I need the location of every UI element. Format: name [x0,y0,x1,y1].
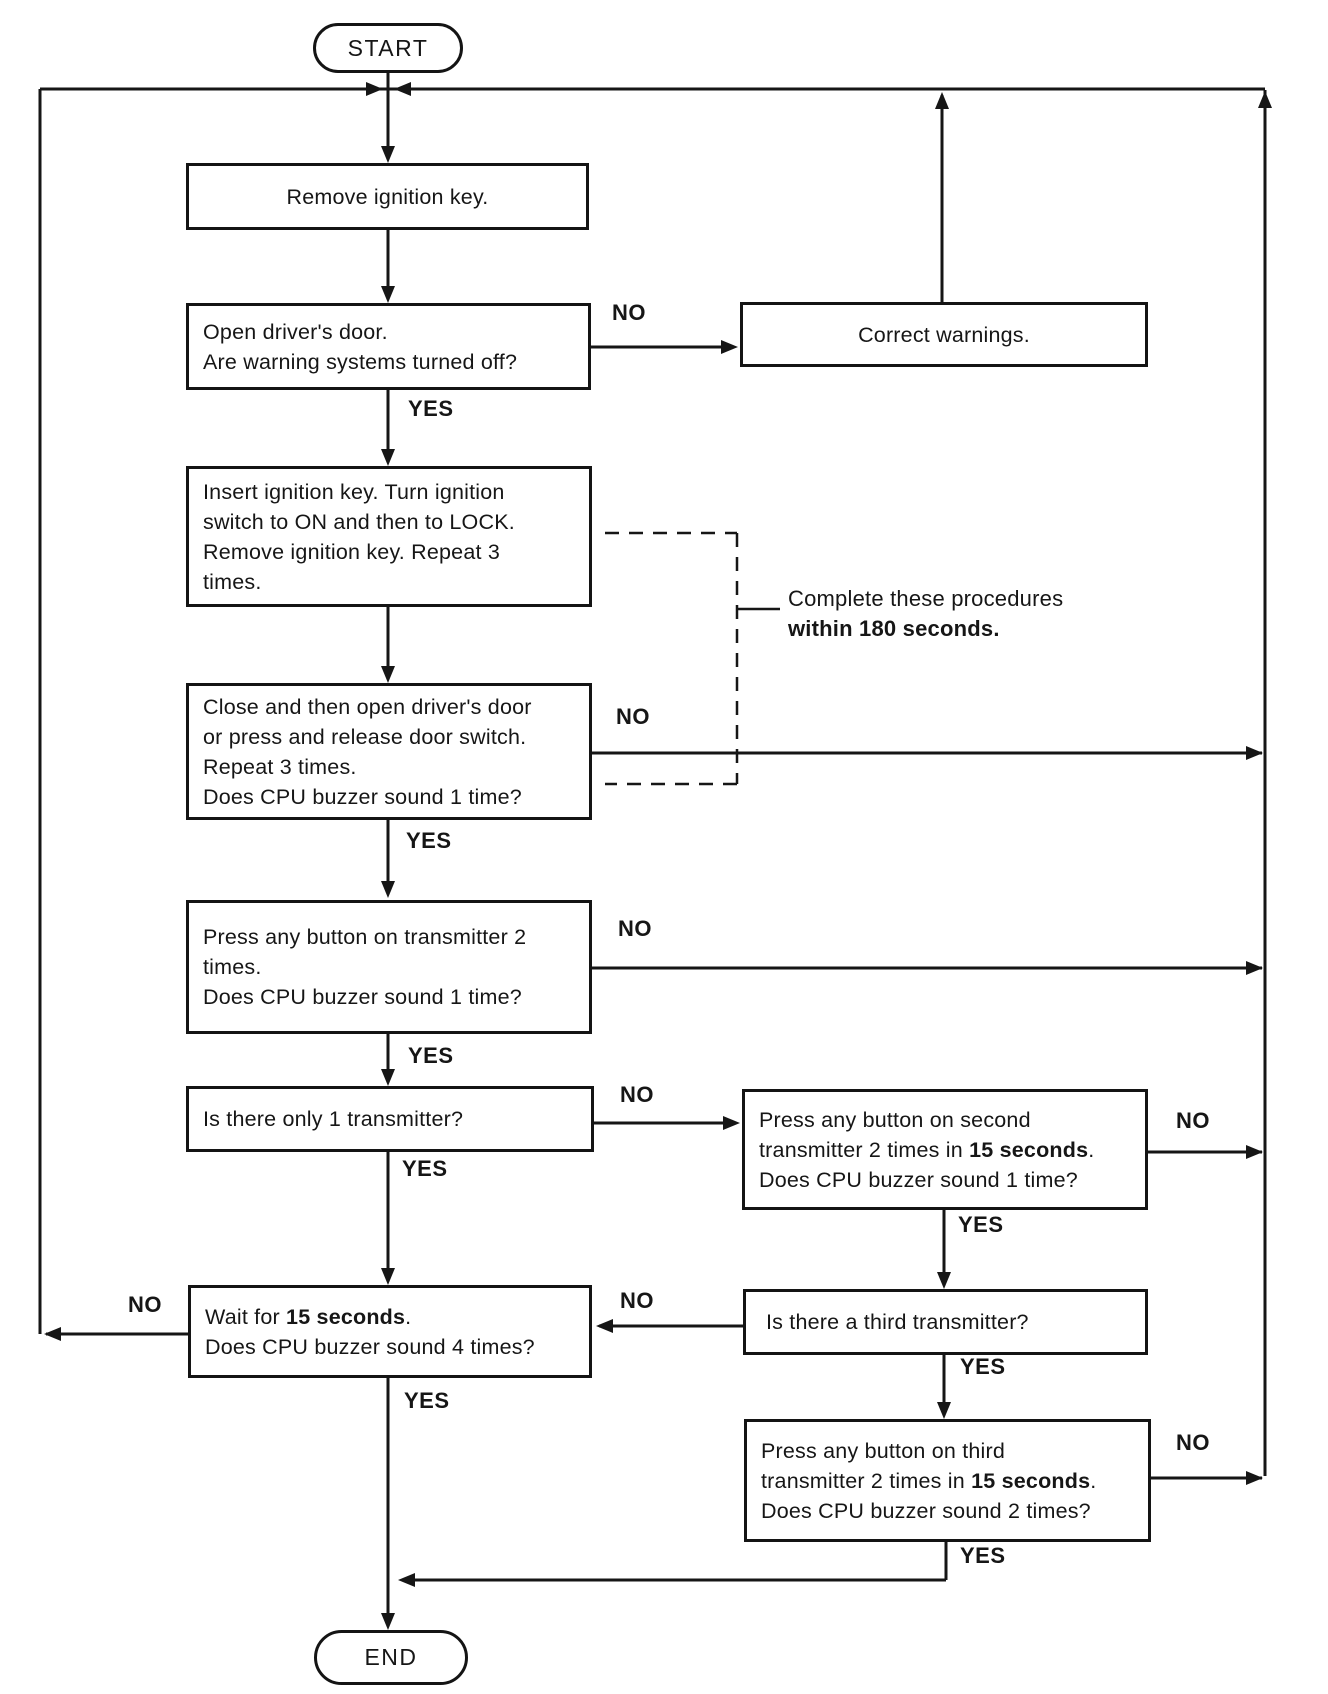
node-wait-line2: Does CPU buzzer sound 4 times? [205,1334,535,1359]
node-press-transmitter: Press any button on transmitter 2 times.… [186,900,592,1034]
node-third-transmitter-line1: Press any button on third [761,1438,1006,1463]
node-wait-15-seconds: Wait for 15 seconds. Does CPU buzzer sou… [188,1285,592,1378]
arrowhead-into-press-transmitter [381,881,395,898]
node-second-transmitter-line2-pre: transmitter 2 times in [759,1137,970,1162]
arrowhead-close-no-into-rail [1246,746,1263,760]
node-close-open-door: Close and then open driver's door or pre… [186,683,592,820]
label-no-third-question: NO [620,1288,654,1313]
node-only-one-transmitter: Is there only 1 transmitter? [186,1086,594,1152]
label-yes-second-transmitter: YES [958,1212,1004,1237]
label-no-second-transmitter: NO [1176,1108,1210,1133]
arrowhead-into-wait-box [381,1268,395,1285]
arrowhead-into-correct-warnings [721,340,738,354]
arrowhead-press-no-into-rail [1246,961,1263,975]
node-third-transmitter-question-text: Is there a third transmitter? [766,1310,1029,1334]
node-second-transmitter: Press any button on second transmitter 2… [742,1089,1148,1210]
node-second-transmitter-line3: Does CPU buzzer sound 1 time? [759,1167,1078,1192]
arrowhead-into-only-one [381,1069,395,1086]
node-third-transmitter-line2-bold: 15 seconds [971,1468,1091,1493]
node-press-transmitter-text: Press any button on transmitter 2 times.… [203,925,527,1009]
start-terminal: START [313,23,463,73]
node-wait-line1-pre: Wait for [205,1304,287,1329]
node-third-transmitter-line3: Does CPU buzzer sound 2 times? [761,1498,1091,1523]
arrowhead-junction-from-right [394,82,411,96]
node-third-transmitter-question: Is there a third transmitter? [743,1289,1148,1355]
arrowhead-wait-no-into-rail [44,1327,61,1341]
arrowhead-correct-warnings-up [935,92,949,109]
label-yes-wait: YES [404,1388,450,1413]
arrowhead-third-q-no-into-wait [596,1319,613,1333]
label-yes-close-door: YES [406,828,452,853]
label-yes-only-one: YES [402,1156,448,1181]
node-wait-line1-bold: 15 seconds [286,1304,406,1329]
arrowhead-into-close-door [381,666,395,683]
node-open-drivers-door: Open driver's door. Are warning systems … [186,303,591,390]
label-no-wait: NO [128,1292,162,1317]
node-insert-ignition-key: Insert ignition key. Turn ignition switc… [186,466,592,607]
label-yes-open-door: YES [408,396,454,421]
arrowhead-right-rail-up [1258,91,1272,108]
arrowhead-third-no-into-rail [1246,1471,1263,1485]
node-second-transmitter-line2: transmitter 2 times in 15 seconds. [759,1135,1131,1165]
label-no-press-transmitter: NO [618,916,652,941]
node-second-transmitter-line1: Press any button on second [759,1107,1031,1132]
end-label: END [364,1644,418,1670]
annotation-line2: within 180 seconds. [788,616,1000,641]
node-remove-ignition-key: Remove ignition key. [186,163,589,230]
arrowhead-into-remove-key [381,146,395,163]
node-second-transmitter-line2-post: . [1088,1137,1095,1162]
node-wait-line1: Wait for 15 seconds. [205,1302,575,1332]
arrowhead-into-end [381,1613,395,1630]
annotation-180-seconds: Complete these procedures within 180 sec… [788,584,1088,644]
node-third-transmitter-line2-post: . [1090,1468,1097,1493]
node-only-one-transmitter-text: Is there only 1 transmitter? [203,1107,464,1131]
start-label: START [347,34,429,61]
arrowhead-into-third-q [937,1272,951,1289]
label-no-only-one: NO [620,1082,654,1107]
arrowhead-into-insert-key [381,449,395,466]
node-close-open-door-text: Close and then open driver's door or pre… [203,694,532,809]
arrowhead-second-no-into-rail [1246,1145,1263,1159]
annotation-line1: Complete these procedures [788,586,1064,611]
label-yes-third-transmitter: YES [960,1543,1006,1568]
node-wait-line1-post: . [405,1304,412,1329]
node-insert-ignition-key-text: Insert ignition key. Turn ignition switc… [203,479,515,594]
node-open-drivers-door-text: Open driver's door. Are warning systems … [203,319,518,374]
node-third-transmitter-line2: transmitter 2 times in 15 seconds. [761,1466,1134,1496]
node-remove-ignition-key-text: Remove ignition key. [286,184,489,209]
label-yes-press-transmitter: YES [408,1043,454,1068]
arrowhead-into-third-transmitter [937,1402,951,1419]
arrowhead-third-yes-into-main [398,1573,415,1587]
arrowhead-junction-from-left [366,82,383,96]
node-third-transmitter-line2-pre: transmitter 2 times in [761,1468,972,1493]
node-correct-warnings-text: Correct warnings. [858,322,1030,347]
arrowhead-into-open-door [381,286,395,303]
label-no-open-door: NO [612,300,646,325]
label-yes-third-question: YES [960,1354,1006,1379]
arrowhead-into-second-transmitter [723,1116,740,1130]
node-second-transmitter-line2-bold: 15 seconds [969,1137,1089,1162]
node-third-transmitter: Press any button on third transmitter 2 … [744,1419,1151,1542]
label-no-close-door: NO [616,704,650,729]
node-correct-warnings: Correct warnings. [740,302,1148,367]
end-terminal: END [314,1630,468,1685]
label-no-third-transmitter: NO [1176,1430,1210,1455]
